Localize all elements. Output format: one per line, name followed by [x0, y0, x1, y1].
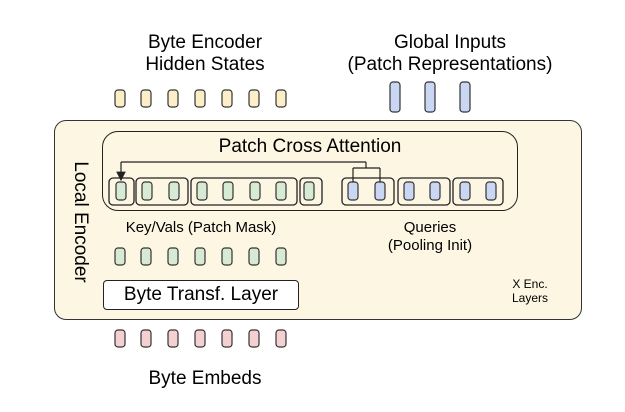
- attention-arrow: [116, 161, 381, 182]
- key-val-patches: [108, 177, 323, 206]
- query-token: [374, 181, 386, 201]
- x-enc-layers-label: X Enc. Layers: [495, 277, 565, 305]
- byte-encoder-hidden-states: [114, 89, 287, 108]
- byte-layer-token: [194, 247, 206, 266]
- byte-encoder-line2: Hidden States: [145, 54, 265, 76]
- global-inputs: [389, 81, 471, 113]
- hidden-state-token: [114, 89, 126, 108]
- patch-group-outline: [341, 177, 395, 206]
- byte-layer-token: [248, 247, 260, 266]
- key-val-token: [196, 181, 208, 201]
- query-token: [485, 181, 497, 201]
- key-val-token: [115, 181, 127, 201]
- patch-group-outline: [397, 177, 451, 206]
- query-token: [459, 181, 471, 201]
- byte-embeds-label: Byte Embeds: [148, 368, 262, 389]
- byte-embed-token: [275, 329, 287, 348]
- byte-layer-token: [167, 247, 179, 266]
- byte-transformer-layer-box: Byte Transf. Layer: [103, 280, 299, 310]
- global-inputs-line1: Global Inputs: [394, 32, 506, 53]
- hidden-state-token: [194, 89, 206, 108]
- byte-layer-token: [140, 247, 152, 266]
- queries-line2: (Pooling Init): [387, 236, 473, 254]
- key-val-token: [275, 181, 287, 201]
- global-inputs-label: Global Inputs (Patch Representations): [330, 32, 570, 77]
- patch-group-outline: [190, 177, 298, 206]
- hidden-state-token: [248, 89, 260, 108]
- patch-representation-token: [459, 81, 471, 113]
- x-enc-line2: Layers: [511, 291, 549, 306]
- queries-label: Queries (Pooling Init): [360, 219, 500, 254]
- patch-group-outline: [299, 177, 323, 206]
- patch-group-outline: [452, 177, 504, 206]
- byte-embed-token: [221, 329, 233, 348]
- byte-layer-token: [114, 247, 126, 266]
- patch-group-outline: [135, 177, 189, 206]
- byte-embed-token: [248, 329, 260, 348]
- byte-embed-token: [114, 329, 126, 348]
- key-val-token: [303, 181, 315, 201]
- query-token: [429, 181, 441, 201]
- key-val-token: [249, 181, 261, 201]
- byte-embeds: [114, 329, 287, 348]
- global-inputs-line2: (Patch Representations): [347, 54, 553, 76]
- hidden-state-token: [167, 89, 179, 108]
- patch-representation-token: [389, 81, 401, 113]
- byte-layer-token: [221, 247, 233, 266]
- byte-layer-token: [275, 247, 287, 266]
- key-val-token: [168, 181, 180, 201]
- hidden-state-token: [275, 89, 287, 108]
- byte-embed-token: [194, 329, 206, 348]
- hidden-state-token: [221, 89, 233, 108]
- byte-encoder-line1: Byte Encoder: [147, 32, 263, 53]
- hidden-state-token: [140, 89, 152, 108]
- patch-representation-token: [424, 81, 436, 113]
- queries-line1: Queries: [403, 219, 457, 236]
- x-enc-line1: X Enc.: [512, 277, 548, 291]
- key-val-token: [141, 181, 153, 201]
- query-patches: [341, 177, 504, 206]
- byte-embed-token: [140, 329, 152, 348]
- query-token: [403, 181, 415, 201]
- byte-encoder-hidden-states-label: Byte Encoder Hidden States: [135, 32, 275, 77]
- query-token: [347, 181, 359, 201]
- key-vals-label: Key/Vals (Patch Mask): [125, 219, 277, 236]
- key-val-token: [222, 181, 234, 201]
- patch-cross-attention-label: Patch Cross Attention: [218, 136, 402, 157]
- byte-embed-token: [167, 329, 179, 348]
- byte-layer-tokens: [114, 247, 287, 266]
